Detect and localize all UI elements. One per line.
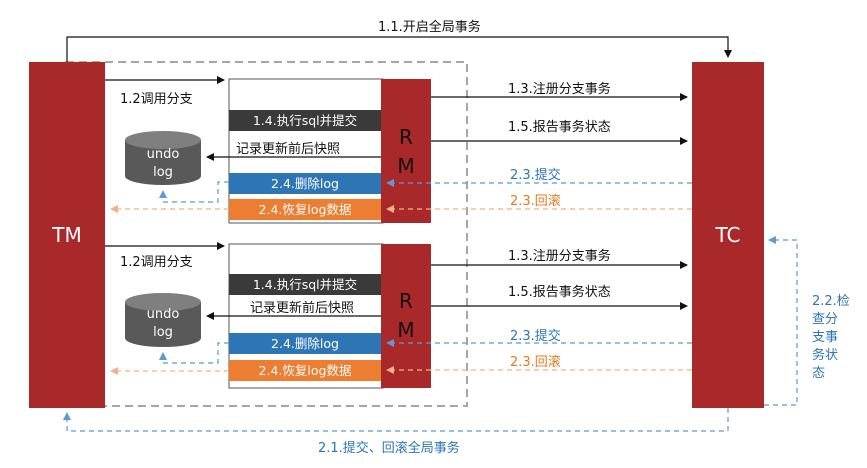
register-branch-label: 1.3.注册分支事务 (508, 81, 611, 97)
tm-block (29, 62, 105, 408)
check-branch-line-1: 2.2.检 (812, 294, 850, 309)
restore-log-box (229, 199, 381, 220)
undo-label-2: log (153, 165, 173, 180)
branch-bottom: 1.2调用分支 R M 1.4.执行sql并提交 记录更新前后快照 2.4.删除… (105, 242, 692, 389)
branch-top: 1.2调用分支 R M 1.4.执行sql并提交 记录更新前后快照 2.4.删除… (105, 76, 692, 224)
begin-global-label: 1.1.开启全局事务 (378, 19, 481, 35)
rm-label-m: M (397, 154, 414, 178)
check-branch-line-3: 支事 (812, 330, 838, 345)
delete-log-box (229, 333, 381, 354)
delete-log-arrow (159, 181, 229, 203)
restore-log-label: 2.4.恢复log数据 (259, 363, 352, 378)
report-status-label: 1.5.报告事务状态 (508, 119, 611, 135)
commit-label: 2.3.提交 (510, 328, 561, 344)
snapshot-label: 记录更新前后快照 (236, 141, 340, 157)
rm-label-r: R (399, 289, 413, 313)
exec-sql-label: 1.4.执行sql并提交 (253, 277, 357, 292)
commit-rollback-global-arrow (63, 408, 729, 432)
rm-block (381, 79, 431, 223)
rm-label-r: R (399, 125, 413, 149)
tc-label: TC (714, 223, 740, 247)
check-branch-line-2: 查分 (812, 312, 838, 327)
exec-sql-box (229, 110, 381, 131)
commit-rollback-global-label: 2.1.提交、回滚全局事务 (318, 440, 460, 456)
restore-log-label: 2.4.恢复log数据 (259, 202, 352, 217)
rm-block (381, 244, 431, 388)
tc-block (692, 62, 764, 408)
check-branch-arrow (764, 236, 798, 406)
check-branch-line-5: 态 (812, 366, 825, 381)
call-branch-label: 1.2调用分支 (120, 255, 193, 270)
undo-log-db: undo log (125, 131, 201, 185)
undo-label-1: undo (147, 147, 180, 162)
restore-log-box (229, 360, 381, 381)
delete-log-label: 2.4.删除log (271, 176, 339, 191)
tm-label: TM (51, 223, 81, 247)
commit-label: 2.3.提交 (510, 167, 561, 183)
register-branch-label: 1.3.注册分支事务 (508, 248, 611, 264)
begin-global-arrow (66, 36, 732, 62)
snapshot-label: 记录更新前后快照 (250, 300, 354, 316)
exec-sql-label: 1.4.执行sql并提交 (253, 113, 357, 128)
undo-log-db: undo log (125, 293, 201, 347)
delete-log-arrow (159, 342, 229, 364)
exec-sql-box (229, 274, 381, 295)
call-branch-label: 1.2调用分支 (120, 92, 193, 107)
rollback-label: 2.3.回滚 (510, 193, 561, 209)
rm-label-m: M (397, 318, 414, 342)
check-branch-line-4: 务状 (812, 347, 838, 363)
undo-label-1: undo (147, 307, 180, 322)
undo-label-2: log (153, 325, 173, 340)
delete-log-box (229, 173, 381, 194)
rollback-label: 2.3.回滚 (510, 354, 561, 370)
delete-log-label: 2.4.删除log (271, 336, 339, 351)
report-status-label: 1.5.报告事务状态 (508, 284, 611, 300)
